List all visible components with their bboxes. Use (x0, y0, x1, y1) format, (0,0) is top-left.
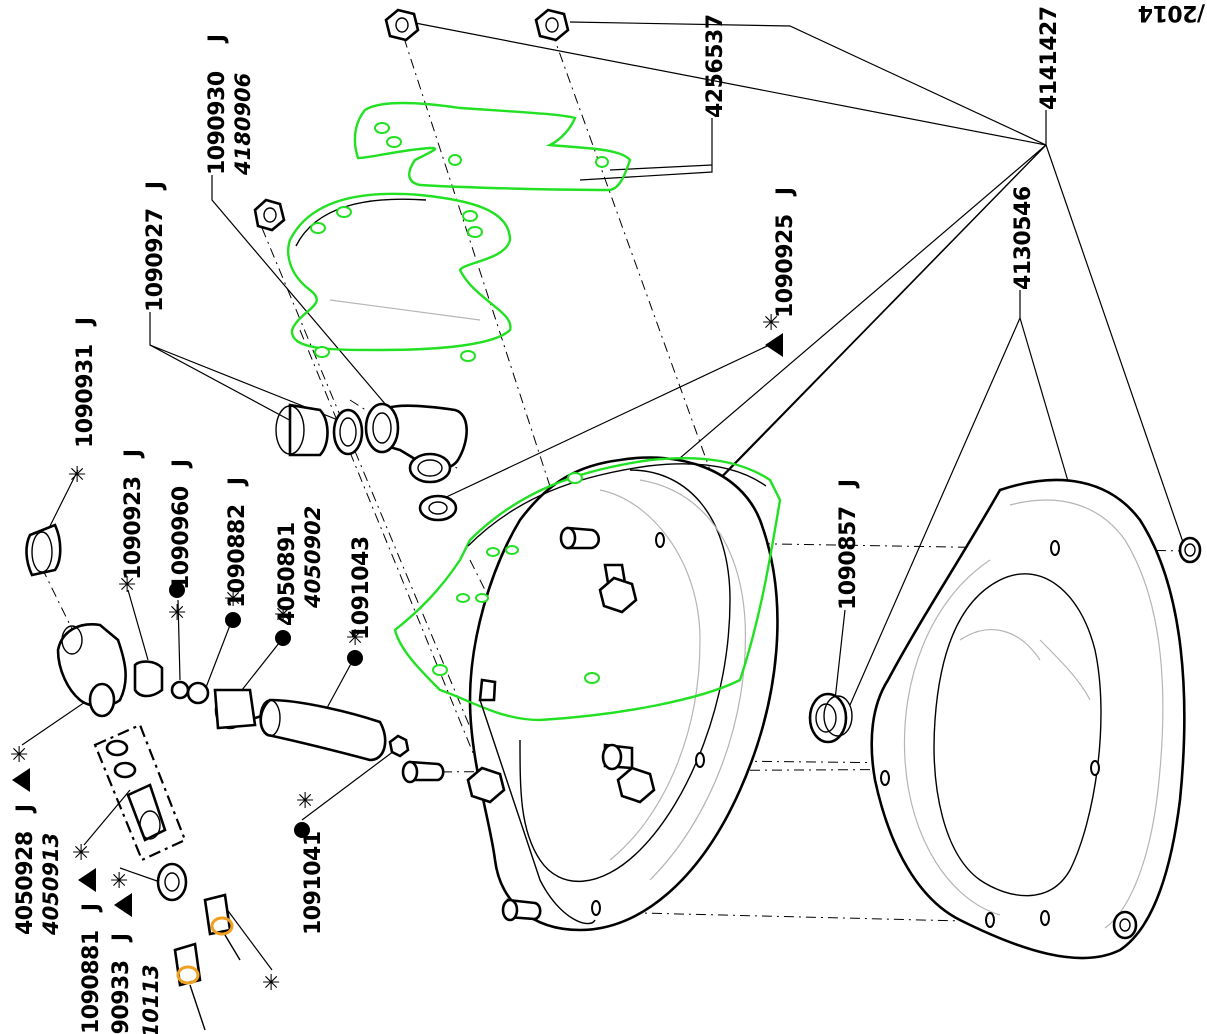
nuts (253, 8, 1202, 940)
label-1090923: 1090923 (121, 476, 146, 580)
triangle-marker-icon (765, 333, 783, 357)
dot-marker-icon (294, 822, 310, 838)
svg-text:1090923 J: 1090923 J (121, 449, 146, 580)
label-1090931-letter: J (73, 317, 98, 327)
asterisk-marker: ✳ (118, 573, 136, 598)
label-1090882: 1090882 (225, 504, 250, 608)
svg-text:1090925 J: 1090925 J (773, 187, 798, 318)
asterisk-marker: ✳ (762, 311, 780, 336)
label-1090881: 1090881 (79, 930, 104, 1034)
svg-text:1090882 J: 1090882 J (225, 477, 250, 608)
svg-text:1090881 J: 1090881 J (79, 903, 104, 1034)
seal-kit-box (93, 723, 187, 862)
asterisk-marker: ✳ (346, 626, 364, 651)
svg-text:1090857 J: 1090857 J (836, 479, 861, 610)
triangle-marker-icon (114, 893, 132, 917)
label-1090933-letter: J (109, 933, 134, 943)
svg-text:1090931 J: 1090931 J (73, 317, 98, 448)
housing-bolts (401, 526, 656, 925)
dot-marker-icon (225, 612, 241, 628)
left-fittings (25, 523, 387, 762)
label-1090857: 1090857 (836, 506, 861, 610)
svg-text:1090933 J: 1090933 J (109, 933, 134, 1034)
triangle-marker-icon (12, 768, 30, 792)
part-labels: 4050928 J 4050913 1090881 J 1090933 J 11… (10, 6, 1062, 1034)
label-1090881-letter: J (79, 903, 104, 913)
svg-text:1090960 J: 1090960 J (169, 459, 194, 590)
asterisk-marker: ✳ (168, 601, 186, 626)
label-1090927-letter: J (143, 181, 168, 191)
svg-text:1090927 J: 1090927 J (143, 181, 168, 312)
label-1090925-letter: J (773, 187, 798, 197)
svg-text:4050928 J: 4050928 J (13, 804, 38, 935)
label-4050913: 4050913 (39, 833, 63, 936)
cap-plug (808, 692, 853, 744)
dot-marker-icon (275, 630, 291, 646)
asterisk-marker: ✳ (274, 603, 292, 628)
label-1090925: 1090925 (773, 214, 798, 318)
label-4050928-letter: J (13, 804, 38, 814)
date-fragment: /2014 (1138, 0, 1205, 25)
label-1090923-letter: J (121, 449, 146, 459)
main-housing (468, 456, 779, 932)
asterisk-marker: ✳ (110, 869, 128, 894)
label-4141427: 4141427 (1037, 6, 1062, 110)
label-4050928: 4050928 (13, 831, 38, 935)
label-1090882-letter: J (225, 477, 250, 487)
label-1090931: 1090931 (73, 344, 98, 448)
dot-marker-icon (347, 650, 363, 666)
asterisk-marker: ✳ (68, 463, 86, 488)
support-bracket (287, 192, 512, 362)
label-4130546: 4130546 (1011, 186, 1036, 290)
asterisk-marker: ✳ (224, 587, 242, 612)
asterisk-marker: ✳ (296, 789, 314, 814)
asterisk-marker: ✳ (262, 971, 280, 996)
leader-lines (21, 21, 1186, 971)
triangle-marker-icon (78, 868, 96, 892)
label-4050902: 4050902 (301, 506, 325, 609)
label-1090927: 1090927 (143, 208, 168, 312)
label-4050891: 4050891 (275, 522, 300, 626)
label-1090960-letter: J (169, 459, 194, 469)
markers (12, 333, 783, 917)
label-1091043: 1091043 (349, 536, 374, 640)
angle-bracket (353, 101, 632, 192)
valve-fitting (275, 402, 468, 522)
label-1090930: 1090930 (205, 71, 230, 175)
label-110113: 110113 (139, 964, 163, 1034)
label-1090960: 1090960 (169, 486, 194, 590)
cover-housing (870, 478, 1186, 960)
bottom-parts (156, 862, 241, 1031)
mounting-plate (393, 457, 782, 722)
svg-text:1090930 J: 1090930 J (205, 34, 230, 175)
label-1090933: 1090933 (109, 960, 134, 1034)
label-1090857-letter: J (836, 479, 861, 489)
label-4180906: 4180906 (231, 73, 255, 176)
asterisk-marker: ✳ (10, 743, 28, 768)
label-4256537: 4256537 (703, 14, 728, 118)
label-1090930-letter: J (205, 34, 230, 44)
label-1091041: 1091041 (301, 831, 326, 935)
dot-marker-icon (169, 582, 185, 598)
asterisk-marker: ✳ (72, 841, 90, 866)
